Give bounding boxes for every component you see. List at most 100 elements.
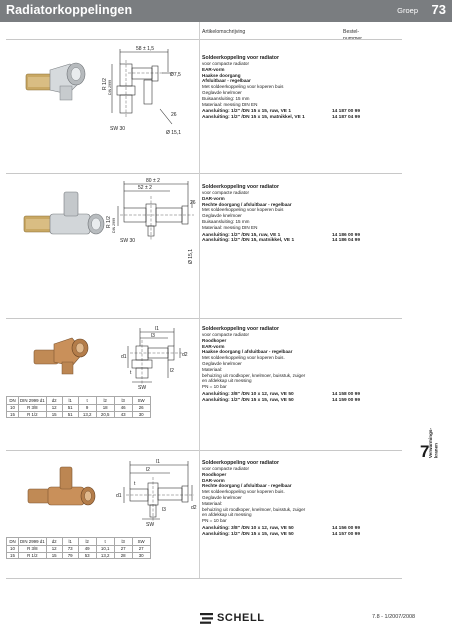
- product-photo: [25, 62, 86, 101]
- divider: [6, 318, 402, 319]
- dimension-label: d1: [121, 354, 127, 360]
- order-number: 14 186 04 99: [332, 238, 361, 244]
- table-row: 15 R 1/2 15 79 53 13,2 28 30: [6, 551, 151, 560]
- dimension-label: l1: [155, 326, 159, 332]
- order-label: Aansluiting: 1/2" /DN 15 x 15, ruw, VE 1: [202, 109, 291, 115]
- product-subtitle: voor compacte radiator: [202, 190, 249, 195]
- product-material: Roodkoper: [202, 471, 227, 477]
- product-feature: Geglavde knelmoer: [202, 494, 242, 500]
- dimension-label: l2: [170, 368, 174, 374]
- product-feature: en afdekkap uit messing: [202, 378, 252, 384]
- product-feature: behuizing uit roodkoper, knelmoer, buiss…: [202, 506, 306, 512]
- dimension-label: DIN 2999: [108, 80, 112, 95]
- page-number: 7.8 - 1/2007/2008: [372, 614, 416, 620]
- product-type: Rechte doorgang / afsluitbaar - regelbaa…: [202, 201, 292, 207]
- product-4-drawing: l1 l2 d1 t l3 SW d2: [27, 459, 197, 528]
- footer-logo: SCHELL: [200, 609, 265, 627]
- order-number: 14 187 04 99: [332, 115, 361, 121]
- product-1-drawing: 58 ± 1,5 R 1/2 DIN 2999 SW 30 Ø 15,1 Ø7,…: [25, 46, 181, 136]
- order-label: Aansluiting: 1/2" /DN 15 x 15, ruw, VE 5…: [202, 531, 294, 537]
- table-header-cell: DIN 2999 d1: [18, 537, 47, 546]
- order-number: 14 156 00 99: [332, 525, 361, 531]
- order-row: Aansluiting: 1/2" /DN 15 x 15, matnikkel…: [202, 115, 402, 121]
- product-title: Soldeerkoppeling voor radiator: [202, 460, 279, 466]
- divider: [6, 450, 402, 451]
- product-feature: Materiaal: messing DIN EN: [202, 224, 258, 230]
- product-feature: Geglavde knelmoer: [202, 360, 242, 366]
- dimension-label: d1: [116, 493, 122, 499]
- product-feature: Materiaal: messing DIN EN: [202, 101, 258, 107]
- dimension-label: l1: [156, 459, 160, 465]
- table-header-cell: t: [95, 537, 115, 546]
- order-row: Aansluiting: 3/8" /DN 10 x 12, ruw, VE 5…: [202, 526, 402, 532]
- product-feature: Geglavde knelmoer: [202, 213, 242, 219]
- product-material: Roodkoper: [202, 337, 227, 343]
- product-photo: [23, 191, 105, 235]
- product-4-dimensions-table: DN DIN 2999 d1 d2 l1 l2 t l3 SW 10 R 3/8…: [6, 537, 151, 560]
- product-type: Rechte doorgang / afsluitbaar - regelbaa…: [202, 483, 292, 489]
- product-3-description: Soldeerkoppeling voor radiator voor comp…: [202, 326, 402, 404]
- table-header-cell: SW: [131, 396, 151, 405]
- order-number: 14 187 00 99: [332, 109, 361, 115]
- table-header-cell: l3: [113, 396, 133, 405]
- product-form: EAR-vorm: [202, 343, 225, 349]
- order-label: Aansluiting: 1/2" /DN 15 x 15, ruw, VE 5…: [202, 397, 294, 403]
- product-1-description: Soldeerkoppeling voor radiator voor comp…: [202, 55, 402, 121]
- product-feature: Buisaansluiting: 15 mm: [202, 95, 250, 101]
- dimension-label: Ø 15,1: [166, 130, 181, 136]
- page-title: Radiatorkoppelingen: [6, 3, 133, 17]
- product-form: DAR-vorm: [202, 477, 225, 483]
- column-header-description: Artikelomschrijving: [202, 29, 246, 35]
- technical-drawing: [111, 49, 173, 125]
- dimension-label: t: [134, 481, 136, 487]
- chapter-number: 7: [420, 442, 430, 461]
- table-header-cell: t: [77, 396, 97, 405]
- group-label: Groep: [397, 6, 418, 15]
- dimension-label: DIN 2999: [112, 218, 116, 233]
- dimension-label: 52 ± 2: [138, 185, 152, 191]
- order-row: Aansluiting: 1/2" /DN 15, ruw, VE 1 14 1…: [202, 233, 402, 239]
- technical-drawing: [117, 181, 193, 237]
- dimension-label: SW 30: [110, 126, 125, 132]
- chapter-side-tab: Verwarmings- kranen 7: [406, 420, 452, 480]
- product-type: Haakse doorgang / afsluitbaar - regelbaa…: [202, 349, 293, 355]
- product-feature: PN = 10 bar: [202, 384, 227, 390]
- product-subtitle: voor compacte radiator: [202, 332, 249, 337]
- dimension-label: t: [130, 370, 132, 376]
- dimension-label: R 1/2: [102, 78, 108, 90]
- order-row: Aansluiting: 1/2" /DN 15 x 15, ruw, VE 5…: [202, 398, 402, 404]
- table-row: 10 R 3/8 12 51 9 18 46 26: [6, 404, 151, 412]
- product-form: EAR-vorm: [202, 66, 225, 72]
- order-row: Aansluiting: 3/8" /DN 10 x 12, ruw, VE 5…: [202, 392, 402, 398]
- order-row: Aansluiting: 1/2" /DN 15 x 15, ruw, VE 5…: [202, 532, 402, 538]
- order-label: Aansluiting: 3/8" /DN 10 x 12, ruw, VE 5…: [202, 391, 294, 397]
- order-row: Aansluiting: 1/2" /DN 15 x 15, ruw, VE 1…: [202, 109, 402, 115]
- table-header-cell: d2: [45, 396, 63, 405]
- product-feature: Met soldeerkoppeling voor koperen buis: [202, 84, 284, 90]
- table-row: 10 R 3/8 12 73 49 10,1 27 27: [6, 545, 151, 553]
- column-header-order-number: Bestel- nummer: [343, 29, 363, 42]
- product-type: Afsluitbaar - regelbaar: [202, 78, 251, 84]
- table-header-cell: DN: [6, 537, 19, 546]
- chapter-label: Verwarmings- kranen: [428, 428, 439, 459]
- product-subtitle: voor compacte radiator: [202, 466, 249, 471]
- product-subtitle: voor compacte radiator: [202, 61, 249, 66]
- dimension-label: l3: [162, 507, 166, 513]
- product-feature: Geglavde knelmoer: [202, 89, 242, 95]
- dimension-label: SW: [138, 385, 146, 391]
- product-4-description: Soldeerkoppeling voor radiator voor comp…: [202, 460, 402, 538]
- order-number: 14 186 00 99: [332, 232, 361, 238]
- group-number: 73: [431, 2, 446, 17]
- schell-logo-icon: [200, 612, 213, 624]
- table-row: 15 R 1/2 15 51 13,2 20,5 43 30: [6, 410, 151, 419]
- product-feature: Materiaal:: [202, 500, 223, 506]
- order-label: Aansluiting: 1/2" /DN 15, matnikkel, VE …: [202, 238, 295, 244]
- product-feature: Buisaansluiting: 15 mm: [202, 218, 250, 224]
- order-number: 14 157 00 99: [332, 531, 361, 537]
- product-form: DAR-vorm: [202, 195, 225, 201]
- divider: [6, 39, 402, 40]
- table-header-row: DN DIN 2999 d1 d2 l1 l2 t l3 SW: [6, 537, 151, 546]
- dimension-label: d2: [191, 505, 197, 511]
- brand-name: SCHELL: [217, 612, 265, 624]
- divider: [6, 578, 402, 579]
